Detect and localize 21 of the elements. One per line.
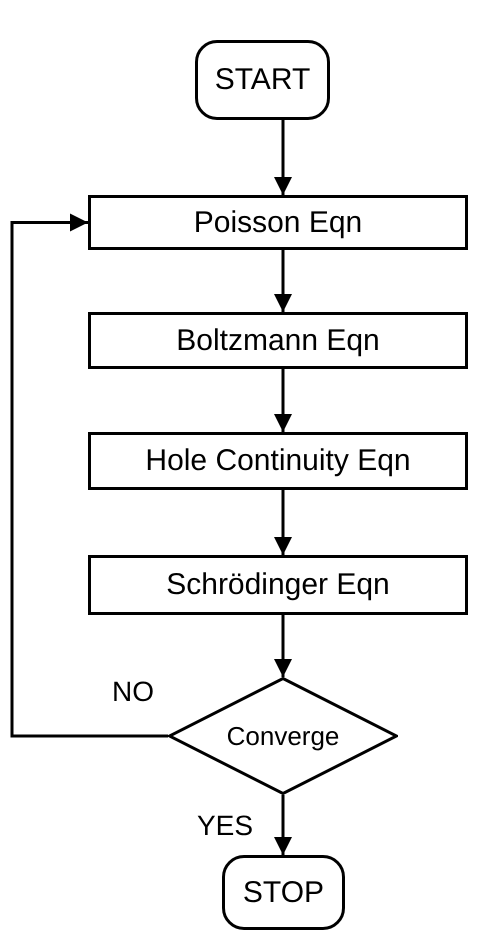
arrow bbox=[274, 369, 292, 432]
arrow bbox=[274, 250, 292, 312]
arrow bbox=[274, 795, 292, 855]
arrow bbox=[10, 214, 168, 738]
arrow bbox=[274, 120, 292, 195]
node-label: Converge bbox=[226, 720, 340, 752]
node-label: Poisson Eqn bbox=[194, 206, 362, 240]
node-label: START bbox=[214, 63, 310, 97]
node-label: Boltzmann Eqn bbox=[176, 324, 380, 358]
terminal-box bbox=[195, 40, 330, 120]
process-box bbox=[88, 432, 468, 490]
node-label: Hole Continuity Eqn bbox=[145, 444, 411, 478]
process-box bbox=[88, 312, 468, 369]
process-box bbox=[88, 195, 468, 250]
terminal-box bbox=[222, 855, 345, 930]
decision-diamond bbox=[168, 677, 398, 795]
arrow bbox=[274, 490, 292, 555]
node-label: STOP bbox=[242, 876, 324, 910]
node-label: Schrödinger Eqn bbox=[166, 568, 390, 602]
arrow bbox=[274, 615, 292, 677]
process-box bbox=[88, 555, 468, 615]
